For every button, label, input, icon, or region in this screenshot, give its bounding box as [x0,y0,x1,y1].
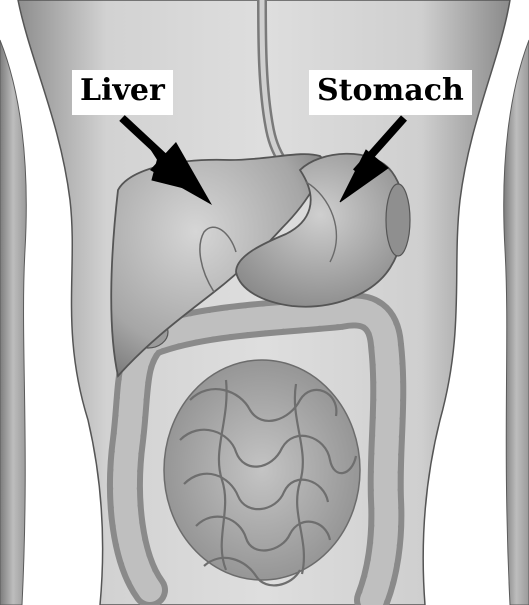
spleen [386,184,410,256]
left-arm [0,40,26,605]
small-intestine [164,360,360,580]
stomach-label: Stomach [309,70,472,115]
right-arm [504,40,529,605]
liver-label: Liver [72,70,173,115]
